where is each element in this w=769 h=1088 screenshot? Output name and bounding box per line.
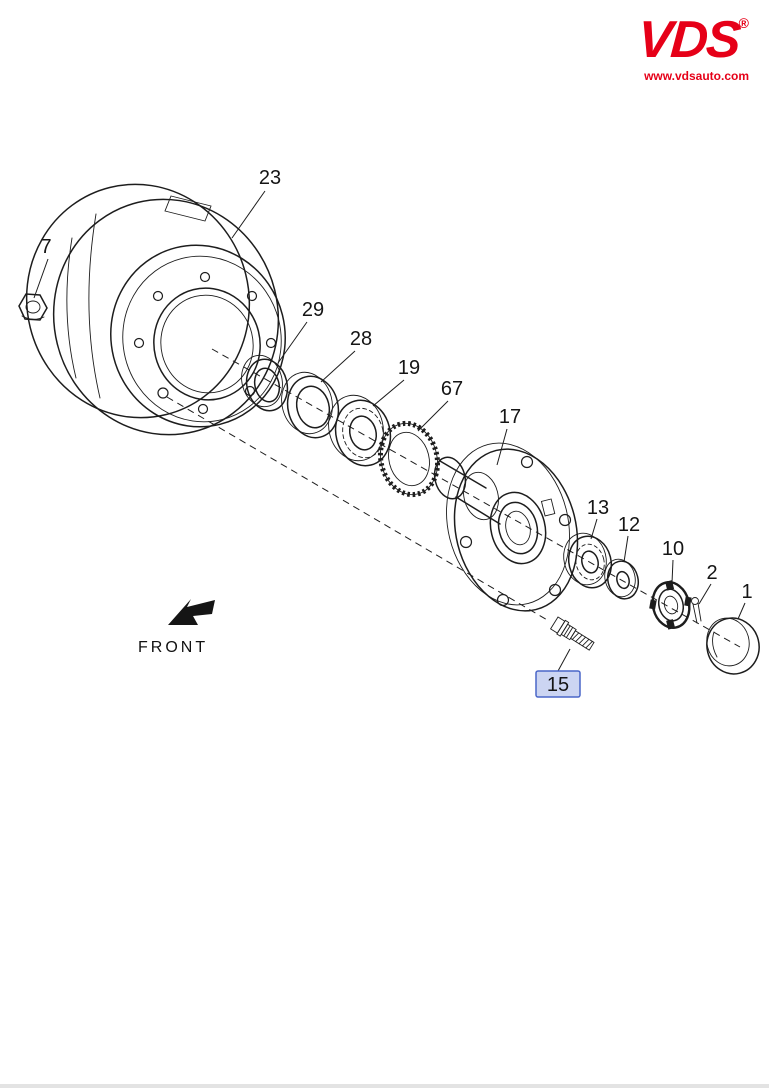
part-label-12: 12 bbox=[618, 514, 640, 536]
highlight-box[interactable] bbox=[535, 670, 581, 698]
part-17-drawing bbox=[433, 442, 579, 612]
part-15-drawing bbox=[549, 616, 595, 651]
part-label-67: 67 bbox=[441, 378, 463, 400]
part-67-drawing bbox=[377, 420, 441, 498]
front-label: FRONT bbox=[138, 639, 208, 656]
part-label-1: 1 bbox=[741, 581, 752, 603]
part-label-13: 13 bbox=[587, 497, 609, 519]
front-indicator: FRONT bbox=[138, 599, 215, 656]
part-23-drawing bbox=[25, 183, 286, 436]
part-label-7: 7 bbox=[40, 236, 51, 258]
part-2-drawing bbox=[691, 597, 702, 624]
part-29-drawing bbox=[241, 354, 289, 412]
part-28-drawing bbox=[281, 371, 340, 439]
stud-axis-line bbox=[166, 396, 550, 622]
part-label-2: 2 bbox=[706, 562, 717, 584]
part-label-15-highlight[interactable]: 15 bbox=[535, 670, 581, 698]
part-19-drawing bbox=[328, 394, 392, 467]
leader-lines bbox=[33, 190, 746, 672]
part-label-23: 23 bbox=[259, 167, 281, 189]
website-link[interactable]: www.vdsauto.com bbox=[644, 69, 749, 83]
part-1-drawing bbox=[706, 617, 760, 675]
part-12-drawing bbox=[604, 558, 640, 600]
vds-logo: VDS® www.vdsauto.com bbox=[636, 11, 749, 83]
part-13-drawing bbox=[563, 532, 613, 589]
part-label-28: 28 bbox=[350, 328, 372, 350]
part-label-29: 29 bbox=[302, 299, 324, 321]
part-label-10: 10 bbox=[662, 538, 684, 560]
centerline-axis bbox=[211, 348, 741, 648]
part-10-drawing bbox=[649, 580, 692, 630]
registered-mark-icon: ® bbox=[738, 15, 749, 31]
part-label-19: 19 bbox=[398, 357, 420, 379]
part-label-17: 17 bbox=[499, 406, 521, 428]
part-label-15[interactable]: 15 bbox=[547, 674, 569, 696]
front-arrow-icon bbox=[168, 599, 215, 625]
part-7-drawing bbox=[18, 293, 48, 321]
bottom-scroll-track[interactable] bbox=[0, 1084, 769, 1088]
